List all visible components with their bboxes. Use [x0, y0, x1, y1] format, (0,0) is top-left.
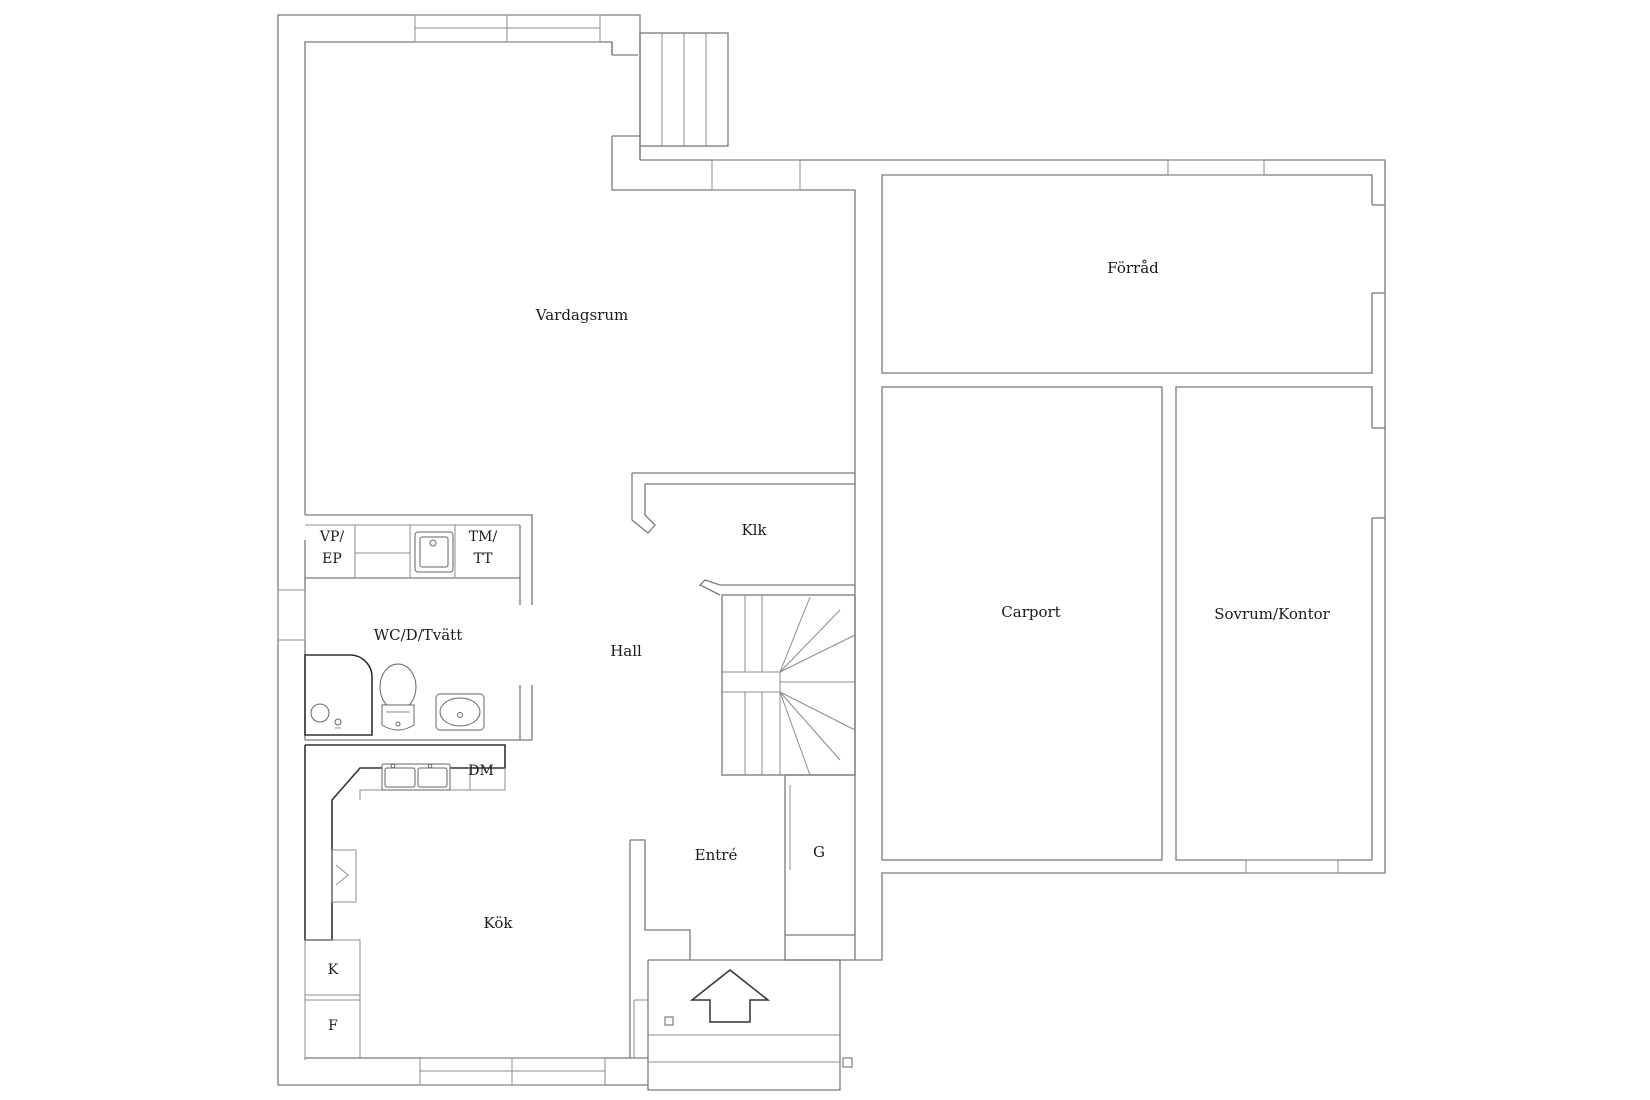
label-forrad: Förråd [1107, 259, 1159, 277]
label-k: K [328, 962, 339, 978]
toilet-icon [379, 663, 417, 731]
label-g: G [813, 843, 825, 861]
right-wing-walls [639, 146, 1386, 961]
label-wc-d-tvatt: WC/D/Tvätt [374, 626, 463, 644]
label-hall: Hall [610, 642, 642, 660]
outer-walls [277, 14, 856, 1086]
label-entre: Entré [695, 846, 738, 864]
stair-icon [721, 594, 856, 776]
fixture-labels: VP/ EP TM/ TT DM K F [319, 529, 498, 1034]
room-labels: Vardagsrum Förråd Klk Hall Carport Sovru… [374, 259, 1331, 932]
kok-walls [304, 744, 855, 1086]
label-ep: EP [322, 551, 342, 567]
outdoor-lamp-icon [842, 1057, 853, 1068]
outdoor-steps-top [639, 32, 729, 147]
label-vp: VP/ [319, 529, 345, 545]
label-vardagsrum: Vardagsrum [535, 306, 628, 324]
label-dm: DM [468, 763, 494, 779]
label-f: F [328, 1018, 338, 1034]
label-tt: TT [474, 551, 494, 567]
entry-porch [633, 959, 853, 1091]
label-sovrum-kontor: Sovrum/Kontor [1214, 605, 1330, 623]
wc-fixtures [304, 531, 485, 736]
entrance-arrow-icon [689, 969, 771, 1023]
label-kok: Kök [484, 914, 514, 932]
label-klk: Klk [741, 521, 767, 539]
label-tm: TM/ [469, 529, 498, 545]
label-carport: Carport [1001, 603, 1060, 621]
floor-drain-icon [664, 1016, 674, 1026]
shower-icon [304, 654, 373, 736]
washbasin-icon [435, 693, 485, 731]
sink-icon [414, 531, 454, 573]
double-sink-icon [381, 763, 451, 791]
klk-walls [631, 473, 855, 596]
